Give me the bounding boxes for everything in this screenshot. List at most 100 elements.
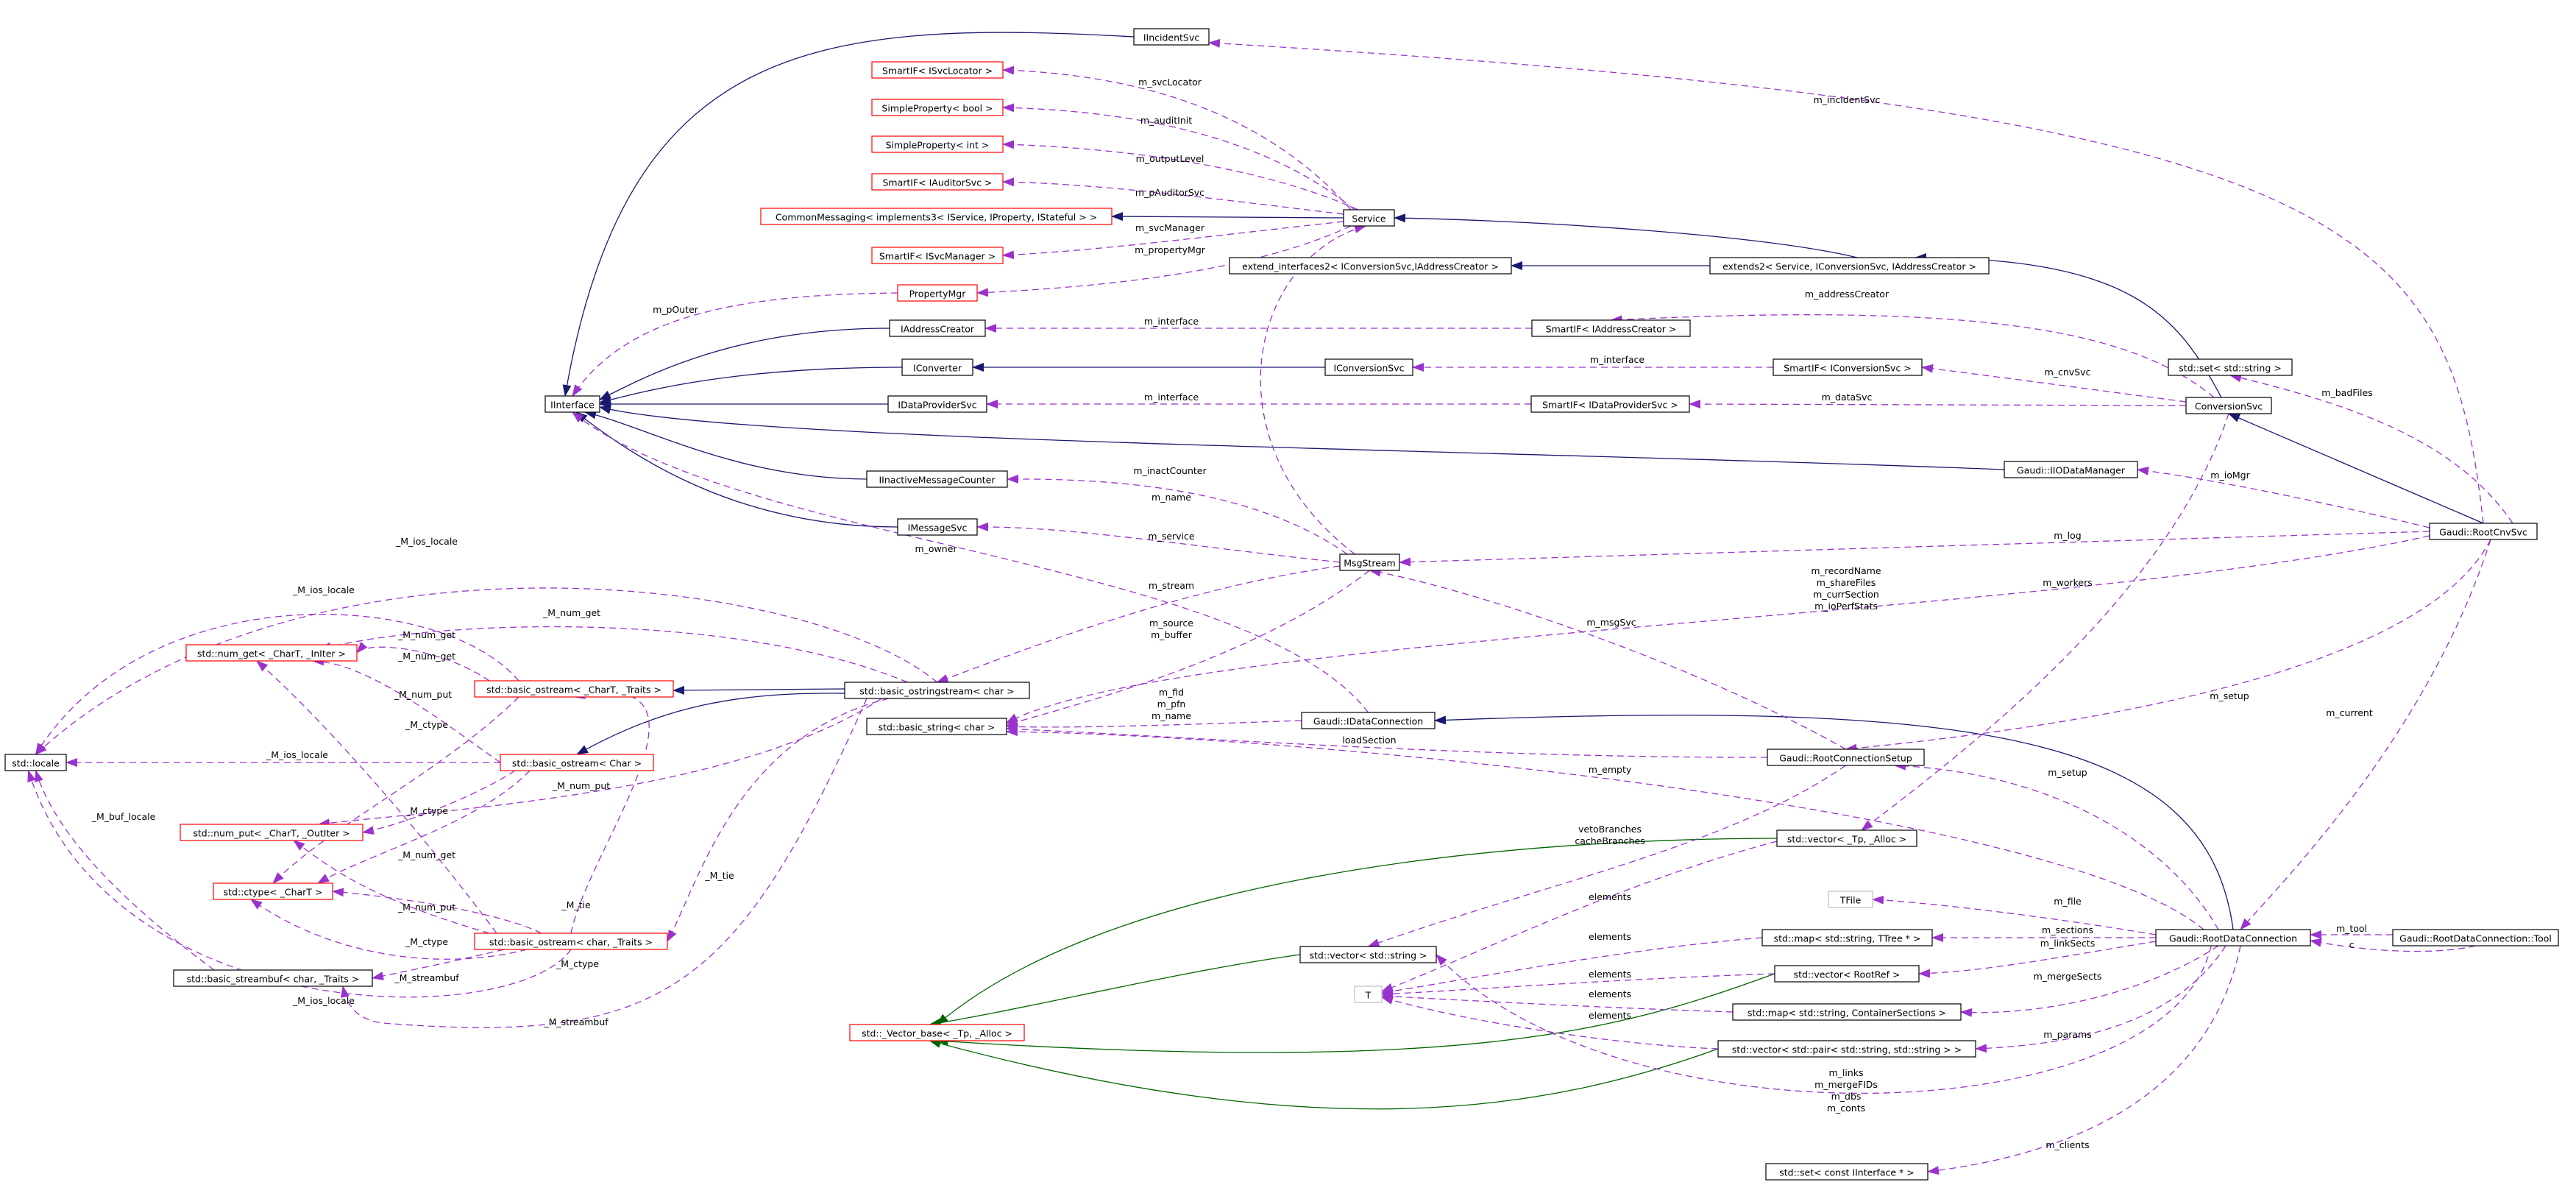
node-propertymgr[interactable]: PropertyMgr — [897, 284, 978, 302]
node-iconversionsvc[interactable]: IConversionSvc — [1324, 358, 1413, 376]
node-smartif-iauditorsvc[interactable]: SmartIF< IAuditorSvc > — [871, 173, 1004, 191]
node-std-vector-string[interactable]: std::vector< std::string > — [1299, 946, 1437, 963]
node-simpleprop-bool[interactable]: SimpleProperty< bool > — [871, 99, 1004, 116]
node-tfile[interactable]: TFile — [1828, 891, 1873, 908]
edge-label-layer: m_incidentSvcm_svcLocatorm_auditInitm_ou… — [91, 77, 2373, 1150]
node-std-basic-ostream-char[interactable]: std::basic_ostream< Char > — [500, 754, 654, 771]
node-label: std::num_get< _CharT, _InIter > — [197, 648, 346, 659]
node-std-map-ttree[interactable]: std::map< std::string, TTree * > — [1761, 929, 1933, 946]
node-smartif-isvclocator[interactable]: SmartIF< ISvcLocator > — [871, 61, 1004, 79]
edge-inherit-service — [1394, 213, 1858, 258]
edge-use-addresscreator — [1610, 314, 2215, 398]
edge-use-linksects — [1918, 941, 2157, 978]
node-box — [1761, 929, 1933, 946]
node-std-map-containersections[interactable]: std::map< std::string, ContainerSections… — [1732, 1003, 1962, 1021]
edge-label-m-links: m_links — [1828, 1067, 1863, 1078]
node-std-vector-base[interactable]: std::_Vector_base< _Tp, _Alloc > — [849, 1024, 1025, 1041]
node-service[interactable]: Service — [1343, 209, 1395, 227]
edge-label-cachebranches: cacheBranches — [1575, 835, 1644, 846]
node-label: std::_Vector_base< _Tp, _Alloc > — [862, 1028, 1012, 1039]
node-std-set-iinterface[interactable]: std::set< const IInterface * > — [1765, 1163, 1929, 1181]
node-label: std::set< const IInterface * > — [1779, 1167, 1914, 1178]
edge-label-m-num-put-1: _M_num_put — [394, 689, 452, 700]
node-std-vector-rootref[interactable]: std::vector< RootRef > — [1774, 965, 1920, 983]
edge-label-m-source: m_source — [1149, 618, 1193, 629]
edge-label-m-dbs: m_dbs — [1831, 1091, 1862, 1102]
edge-use-incidentsvc — [1208, 38, 2484, 524]
edge-use-clients — [1927, 945, 2241, 1175]
edge-label-m-ioperfstats: m_ioPerfStats — [1814, 601, 1878, 612]
node-box — [1773, 358, 1923, 376]
node-label: IInterface — [550, 400, 595, 411]
node-iaddresscreator[interactable]: IAddressCreator — [889, 319, 986, 337]
node-label: Gaudi::RootCnvSvc — [2439, 527, 2527, 538]
node-rootdataconnection[interactable]: Gaudi::RootDataConnection — [2155, 929, 2311, 946]
node-smartif-iconversionsvc[interactable]: SmartIF< IConversionSvc > — [1773, 358, 1923, 376]
node-commonmessaging[interactable]: CommonMessaging< implements3< IService, … — [760, 208, 1113, 225]
edge-inherit-iinactive — [584, 410, 867, 480]
node-extend-interfaces2[interactable]: extend_interfaces2< IConversionSvc,IAddr… — [1229, 257, 1512, 275]
node-msgstream[interactable]: MsgStream — [1339, 553, 1400, 571]
node-extends2[interactable]: extends2< Service, IConversionSvc, IAddr… — [1709, 257, 1990, 275]
node-iinterface[interactable]: IInterface — [544, 395, 600, 413]
node-std-basic-ostream-traits[interactable]: std::basic_ostream< _CharT, _Traits > — [474, 680, 674, 698]
node-label: std::basic_ostream< _CharT, _Traits > — [486, 684, 661, 696]
node-label: Gaudi::RootDataConnection — [2169, 933, 2297, 944]
node-t-param[interactable]: T — [1354, 986, 1383, 1003]
node-smartif-iaddresscreator[interactable]: SmartIF< IAddressCreator > — [1531, 319, 1691, 337]
node-conversionsvc[interactable]: ConversionSvc — [2185, 397, 2272, 414]
node-rootcnvsvc[interactable]: Gaudi::RootCnvSvc — [2429, 523, 2538, 540]
node-std-num-put[interactable]: std::num_put< _CharT, _OutIter > — [180, 824, 363, 841]
node-std-basic-ostream-char-traits[interactable]: std::basic_ostream< char, _Traits > — [474, 933, 668, 950]
node-box — [2168, 358, 2293, 376]
node-label: IMessageSvc — [908, 523, 968, 534]
edge-use-elements-1 — [1381, 841, 1778, 992]
edge-label-m-addresscreator: m_addressCreator — [1805, 289, 1890, 300]
node-simpleprop-int[interactable]: SimpleProperty< int > — [871, 135, 1004, 153]
edge-label-m-ctype-1: _M_ctype — [405, 719, 448, 730]
node-label: SimpleProperty< int > — [886, 140, 990, 151]
node-iconverter[interactable]: IConverter — [901, 358, 973, 376]
edge-use-links — [1436, 945, 2212, 1094]
edge-inherit-idataconnection — [1434, 715, 2234, 930]
node-std-locale[interactable]: std::locale — [4, 754, 67, 771]
node-iiodatamanager[interactable]: Gaudi::IIODataManager — [2004, 461, 2138, 478]
node-std-basic-ostringstream[interactable]: std::basic_ostringstream< char > — [844, 682, 1030, 699]
node-std-set-string[interactable]: std::set< std::string > — [2168, 358, 2293, 376]
node-imessagesvc[interactable]: IMessageSvc — [897, 518, 978, 536]
edge-label-m-num-put-3: _M_num_put — [397, 902, 455, 913]
node-std-vector-pair[interactable]: std::vector< std::pair< std::string, std… — [1717, 1040, 1976, 1058]
edge-label-m-fid: m_fid — [1159, 687, 1184, 698]
node-label: SmartIF< ISvcManager > — [879, 251, 996, 262]
node-box — [500, 754, 654, 771]
node-std-ctype[interactable]: std::ctype< _CharT > — [213, 882, 333, 900]
node-std-basic-streambuf[interactable]: std::basic_streambuf< char, _Traits > — [173, 969, 373, 987]
node-box — [871, 247, 1004, 264]
node-box — [2004, 461, 2138, 478]
edge-label-m-setup-2: m_setup — [2048, 767, 2087, 778]
edge-label-m-file: m_file — [2054, 896, 2082, 907]
node-box — [901, 358, 973, 376]
node-label: T — [1365, 990, 1372, 1001]
node-box — [871, 173, 1004, 191]
node-smartif-isvcmanager[interactable]: SmartIF< ISvcManager > — [871, 247, 1004, 264]
edge-use-tie-2 — [667, 698, 890, 942]
node-iinactivemessagecounter[interactable]: IInactiveMessageCounter — [866, 470, 1008, 488]
node-std-basic-string[interactable]: std::basic_string< char > — [866, 718, 1007, 735]
node-idataconnection[interactable]: Gaudi::IDataConnection — [1301, 712, 1436, 729]
node-smartif-idataprovidersvc[interactable]: SmartIF< IDataProviderSvc > — [1530, 395, 1690, 413]
node-rootconnectionsetup[interactable]: Gaudi::RootConnectionSetup — [1767, 749, 1925, 766]
edge-label-m-pfn: m_pfn — [1157, 698, 1186, 710]
edge-label-m-auditinit: m_auditInit — [1140, 115, 1192, 126]
node-box — [849, 1024, 1025, 1041]
node-std-vector-tp[interactable]: std::vector< _Tp, _Alloc > — [1776, 829, 1917, 847]
edge-inherit-iiodatamanager — [599, 405, 2005, 470]
node-std-num-get[interactable]: std::num_get< _CharT, _InIter > — [185, 644, 358, 662]
node-label: std::basic_streambuf< char, _Traits > — [187, 974, 360, 985]
edge-label-m-workers: m_workers — [2043, 577, 2093, 588]
node-rootdataconnection-tool[interactable]: Gaudi::RootDataConnection::Tool — [2392, 929, 2559, 946]
edge-use-tie-1 — [570, 690, 650, 934]
node-idataprovidersvc[interactable]: IDataProviderSvc — [887, 395, 987, 413]
node-iincidentsvc[interactable]: IIncidentSvc — [1133, 28, 1210, 46]
node-box — [1776, 829, 1917, 847]
